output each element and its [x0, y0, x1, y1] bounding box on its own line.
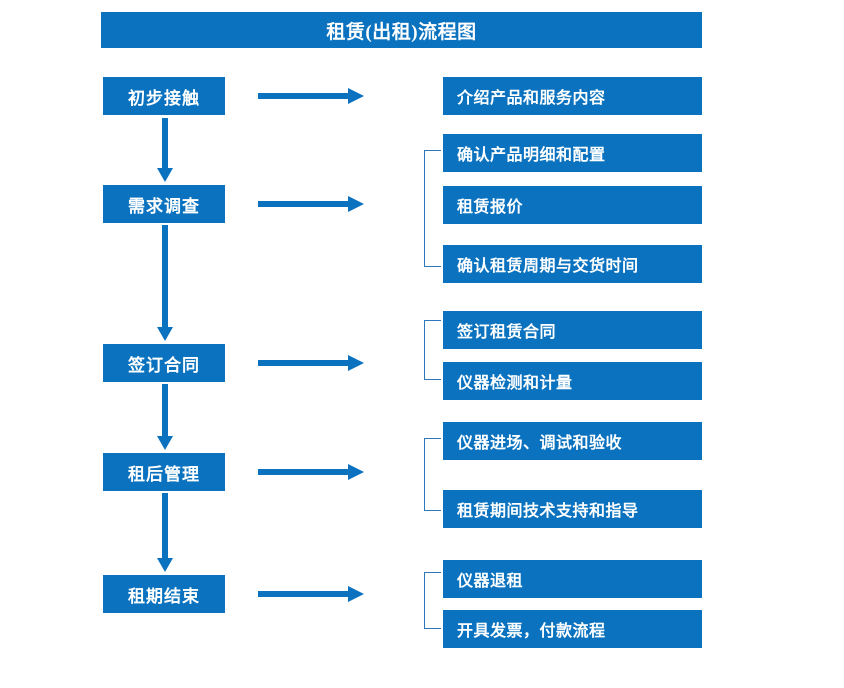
detail-box-introduce-products[interactable]: 介绍产品和服务内容 [443, 77, 702, 115]
right-arrow-icon [258, 464, 364, 480]
stage-box-post-rental-mgmt[interactable]: 租后管理 [103, 453, 225, 491]
page-title: 租赁(出租)流程图 [101, 12, 702, 48]
group-bracket-icon [424, 320, 441, 380]
group-bracket-icon [424, 572, 441, 629]
stage-box-initial-contact[interactable]: 初步接触 [103, 77, 225, 115]
detail-box-rental-quotation[interactable]: 租赁报价 [443, 186, 702, 224]
down-arrow-icon [157, 384, 173, 450]
detail-box-instrument-inspection[interactable]: 仪器检测和计量 [443, 362, 702, 400]
detail-box-sign-rental-contract[interactable]: 签订租赁合同 [443, 311, 702, 349]
detail-box-technical-support[interactable]: 租赁期间技术支持和指导 [443, 490, 702, 528]
down-arrow-icon [157, 118, 173, 182]
down-arrow-icon [157, 225, 173, 341]
detail-box-invoice-payment[interactable]: 开具发票，付款流程 [443, 610, 702, 648]
detail-box-entry-debug-acceptance[interactable]: 仪器进场、调试和验收 [443, 422, 702, 460]
detail-box-confirm-period-delivery[interactable]: 确认租赁周期与交货时间 [443, 245, 702, 283]
stage-box-lease-end[interactable]: 租期结束 [103, 575, 225, 613]
right-arrow-icon [258, 88, 364, 104]
right-arrow-icon [258, 355, 364, 371]
right-arrow-icon [258, 586, 364, 602]
right-arrow-icon [258, 196, 364, 212]
group-bracket-icon [424, 150, 441, 267]
detail-box-instrument-return[interactable]: 仪器退租 [443, 560, 702, 598]
stage-box-requirement-survey[interactable]: 需求调查 [103, 185, 225, 223]
stage-box-sign-contract[interactable]: 签订合同 [103, 344, 225, 382]
detail-box-confirm-spec-config[interactable]: 确认产品明细和配置 [443, 134, 702, 172]
group-bracket-icon [424, 438, 441, 511]
down-arrow-icon [157, 493, 173, 572]
